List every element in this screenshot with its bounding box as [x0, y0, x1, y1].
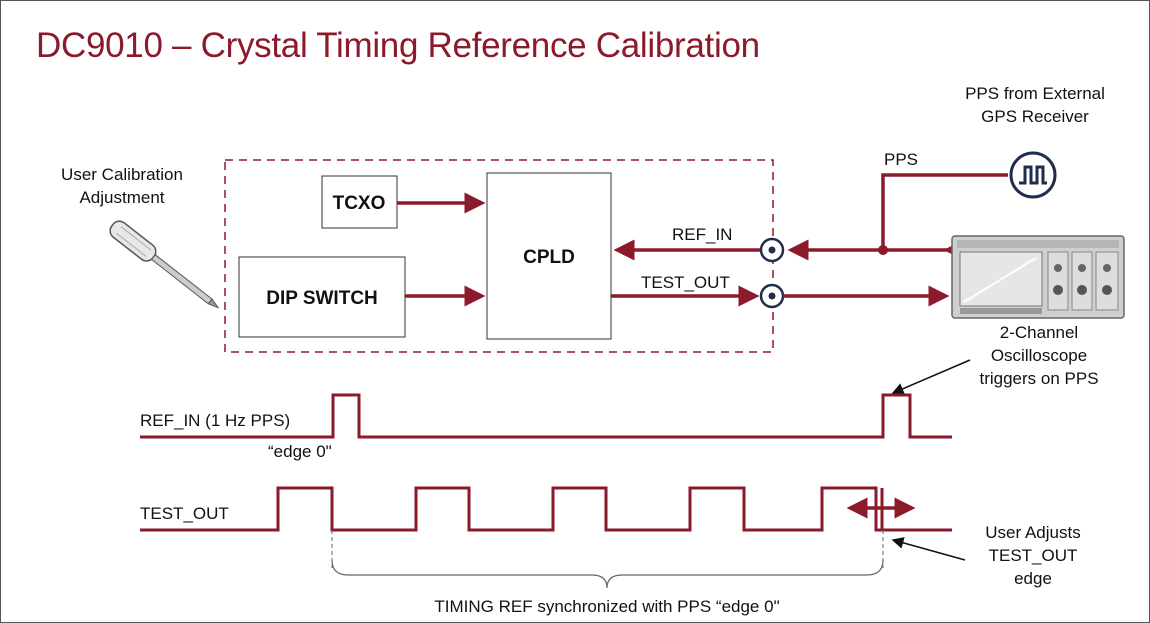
test-out-connector-icon — [759, 283, 785, 309]
edge0-label: “edge 0" — [268, 442, 332, 461]
dip-switch-label: DIP SWITCH — [266, 288, 378, 309]
test-out-waveform — [140, 486, 952, 532]
scope-trigger-pointer — [891, 359, 971, 395]
pps-junction — [878, 245, 888, 255]
ref-in-wave-label: REF_IN (1 Hz PPS) — [140, 411, 290, 430]
ref-in-label: REF_IN — [672, 225, 732, 244]
test-out-label: TEST_OUT — [641, 273, 730, 292]
gps-pulse-icon — [1009, 151, 1057, 199]
tcxo-block — [321, 175, 398, 229]
ref-in-connector-icon — [759, 237, 785, 263]
dip-switch-block — [238, 256, 406, 338]
slide-title: DC9010 – Crystal Timing Reference Calibr… — [36, 26, 760, 65]
oscilloscope-icon — [951, 235, 1125, 319]
sync-note: TIMING REF synchronized with PPS “edge 0… — [434, 597, 779, 616]
scope-label-line2: Oscilloscope — [991, 346, 1087, 365]
adjust-pointer — [891, 537, 966, 561]
screwdriver-icon — [109, 220, 220, 309]
user-cal-line1: User Calibration — [61, 165, 183, 184]
tcxo-label: TCXO — [333, 193, 386, 214]
adjust-line1: User Adjusts — [985, 523, 1080, 542]
test-out-wave-label: TEST_OUT — [140, 504, 229, 523]
scope-label-line3: triggers on PPS — [979, 369, 1098, 388]
scope-label-line1: 2-Channel — [1000, 323, 1078, 342]
sync-brace — [331, 559, 884, 589]
adjust-line2: TEST_OUT — [989, 546, 1078, 565]
cpld-block — [486, 172, 612, 340]
pps-wire — [881, 173, 1008, 250]
pps-source-line2: GPS Receiver — [981, 107, 1089, 126]
pps-source-line1: PPS from External — [965, 84, 1105, 103]
ref-in-waveform — [140, 393, 952, 439]
pps-label: PPS — [884, 150, 918, 169]
user-cal-line2: Adjustment — [79, 188, 164, 207]
adjust-line3: edge — [1014, 569, 1052, 588]
cpld-label: CPLD — [523, 247, 575, 268]
